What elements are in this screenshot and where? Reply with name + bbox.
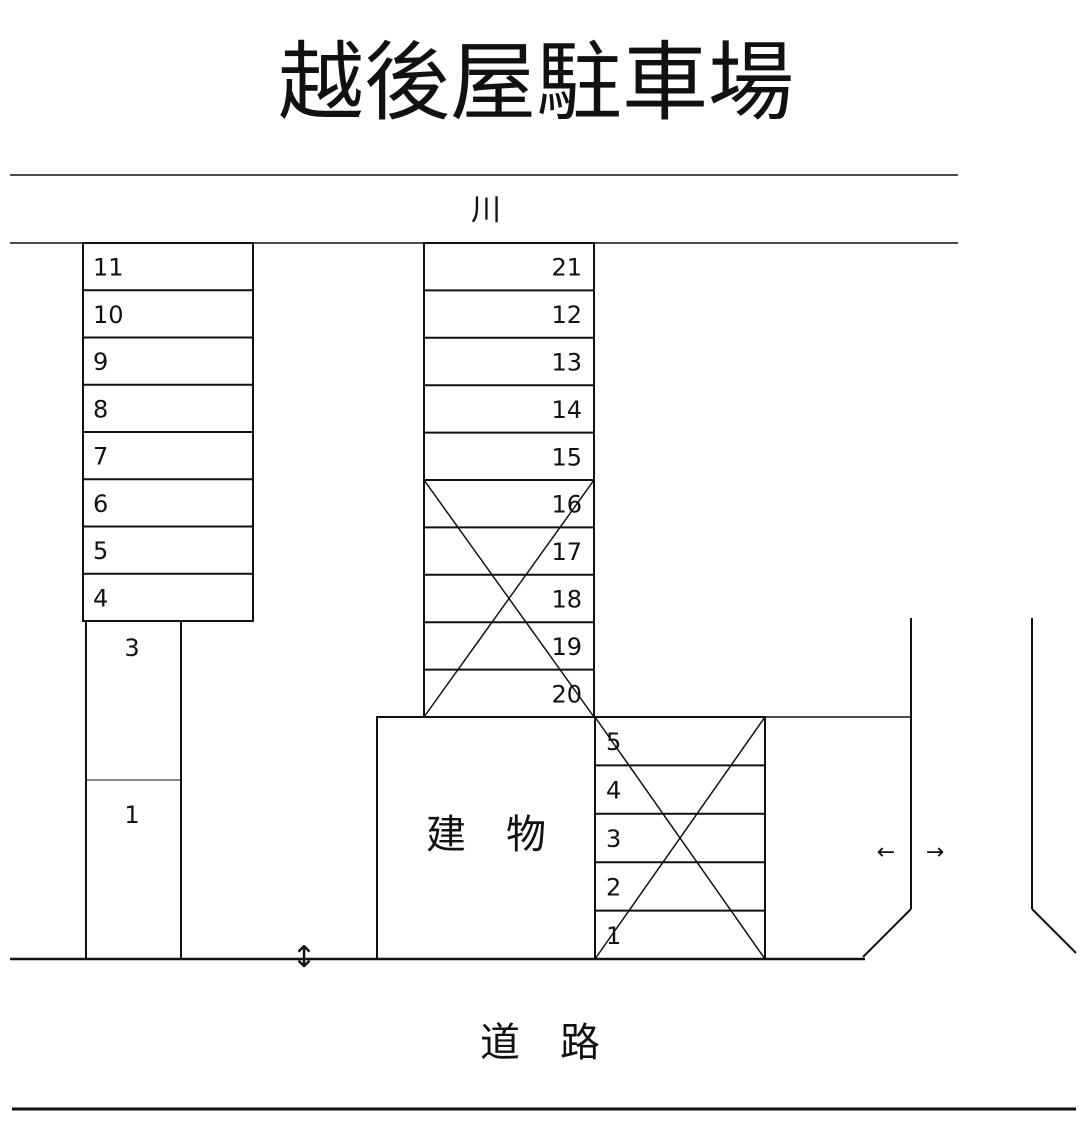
center-lot-number-15: 15 [551,443,582,471]
left-lot-number-5: 5 [93,537,108,565]
left-lot-number-9: 9 [93,348,108,376]
arrow-updown-icon: ↕ [291,940,316,975]
right-lot-number-1: 1 [606,922,621,950]
center-lot-number-13: 13 [551,349,582,377]
center-lot-number-14: 14 [551,396,582,424]
right-lot-dividers [595,764,765,912]
center-lot-labels: 21 12 13 14 15 16 17 18 19 20 [551,254,582,709]
left-lot-labels: 11 10 9 8 7 6 5 4 [93,254,124,613]
right-lot-number-3: 3 [606,825,621,853]
center-lot-number-18: 18 [551,586,582,614]
right-lot-number-2: 2 [606,873,621,901]
lot-number-1: 1 [124,801,139,829]
right-unavailable-cross-b [594,716,766,960]
left-lot-dividers [83,289,253,575]
right-lot-labels: 5 4 3 2 1 [606,728,621,950]
page-title: 越後屋駐車場 [278,33,794,133]
center-lot-number-12: 12 [551,301,582,329]
far-right-corner [1031,908,1077,954]
lot-number-3: 3 [124,634,139,662]
right-lot-number-4: 4 [606,777,621,805]
center-lot-number-16: 16 [551,491,582,519]
left-lot-number-10: 10 [93,301,124,329]
right-lot-number-5: 5 [606,728,621,756]
center-lot-number-20: 20 [551,680,582,708]
road-label: 道 路 [480,1020,600,1066]
center-unavailable-cross-b [423,479,595,718]
river-label: 川 [471,193,501,228]
center-lot-number-21: 21 [551,254,582,282]
left-lot-number-11: 11 [93,254,124,282]
center-lot-number-17: 17 [551,538,582,566]
arrow-left-icon: ← [877,840,895,865]
right-area-corner [862,908,912,958]
left-lot-number-8: 8 [93,395,108,423]
left-lot-number-7: 7 [93,443,108,471]
building-label: 建 物 [426,812,546,858]
arrow-right-icon: → [926,840,944,865]
center-lot-number-19: 19 [551,633,582,661]
center-lot-dividers [424,289,594,671]
left-lot-number-4: 4 [93,584,108,612]
left-lot-number-6: 6 [93,490,108,518]
